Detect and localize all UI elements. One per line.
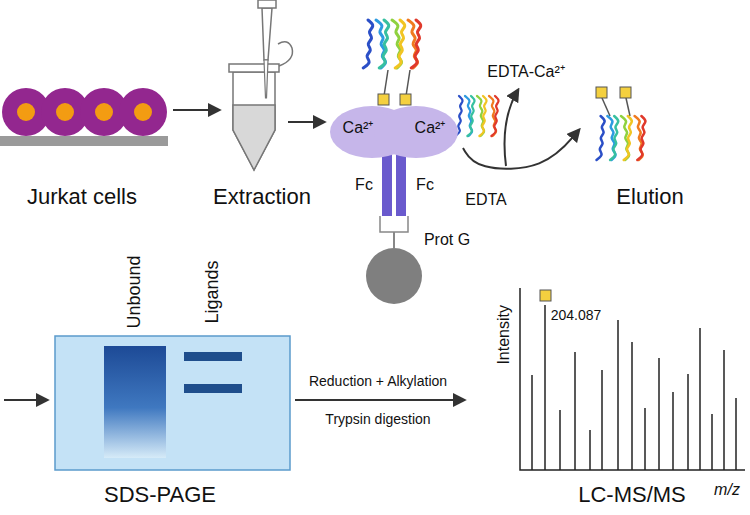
axis-title: m/z — [712, 481, 742, 499]
step-heading: Extraction — [213, 185, 311, 209]
ligand-band — [184, 384, 242, 393]
helix — [610, 116, 618, 160]
peak — [711, 414, 713, 470]
pipette — [258, 0, 276, 98]
peak — [559, 410, 561, 470]
helix — [395, 20, 405, 68]
spectrum-peaks — [532, 305, 736, 470]
continue-arrow — [4, 399, 47, 401]
eppendorf-tube — [229, 42, 292, 170]
ellipse-fill — [374, 106, 458, 158]
helix — [597, 116, 605, 160]
helix — [491, 96, 498, 136]
step-heading: SDS-PAGE — [104, 483, 216, 507]
reagent-label: EDTA — [463, 191, 508, 209]
helix — [637, 116, 645, 160]
protein-helices — [363, 20, 421, 68]
domain-label: Fc — [353, 176, 375, 194]
eluted-ligand: Elution — [585, 80, 665, 166]
calcium-lectin-domain: Ca²⁺ — [374, 106, 458, 158]
flow-arrow — [173, 109, 219, 111]
helix — [624, 116, 632, 160]
protein-g-bead — [366, 248, 422, 304]
protein-helices — [455, 96, 498, 136]
step-heading: Elution — [616, 185, 683, 209]
peak — [644, 408, 646, 470]
gel — [55, 336, 290, 470]
tube: Extraction — [225, 40, 283, 172]
ion-label: Ca²⁺ — [415, 119, 446, 137]
ion-label: Ca²⁺ — [343, 119, 374, 137]
glycan-squares — [378, 87, 631, 105]
peak — [631, 342, 633, 470]
oxonium-marker — [540, 290, 551, 301]
cells — [2, 88, 167, 136]
peak — [658, 358, 660, 470]
cell-layer: Jurkat cells — [0, 86, 168, 146]
flow-arrow — [288, 121, 324, 123]
peak — [601, 370, 603, 470]
peak — [531, 375, 533, 470]
domain-label: Prot G — [422, 231, 472, 249]
helix — [379, 20, 389, 68]
domain-label: Fc — [414, 176, 436, 194]
reagent-label: EDTA-Ca²⁺ — [485, 63, 567, 81]
gel-box: UnboundLigandsSDS-PAGE — [55, 336, 290, 470]
flow-arrow — [295, 399, 464, 401]
helix — [467, 96, 474, 136]
step-heading: LC-MS/MS — [578, 483, 686, 507]
peak — [672, 392, 674, 470]
unbound-smear — [104, 346, 166, 458]
protein-helices — [597, 116, 646, 160]
step-note: Reduction + Alkylation — [307, 374, 449, 389]
flow-arrow — [463, 130, 579, 169]
step-note: Trypsin digestion — [323, 412, 432, 427]
peak — [544, 305, 546, 470]
peak — [617, 320, 619, 470]
peak — [699, 328, 701, 470]
fc-domains — [380, 154, 408, 248]
ligand-band — [184, 352, 242, 361]
lane-label: Unbound — [125, 255, 145, 328]
peak — [687, 374, 689, 470]
axis-title: Intensity — [495, 303, 513, 367]
release-arrow — [505, 90, 519, 166]
peak — [735, 398, 737, 470]
helix — [363, 20, 373, 68]
helix — [479, 96, 486, 136]
peak — [723, 350, 725, 470]
lane-label: Ligands — [203, 260, 223, 323]
peak — [589, 430, 591, 470]
step-heading: Jurkat cells — [27, 185, 137, 209]
peak — [574, 352, 576, 470]
spectrum-axes — [520, 288, 745, 470]
slide-bar — [0, 136, 168, 146]
peak-label: 204.087 — [549, 308, 604, 323]
helix — [411, 20, 421, 68]
